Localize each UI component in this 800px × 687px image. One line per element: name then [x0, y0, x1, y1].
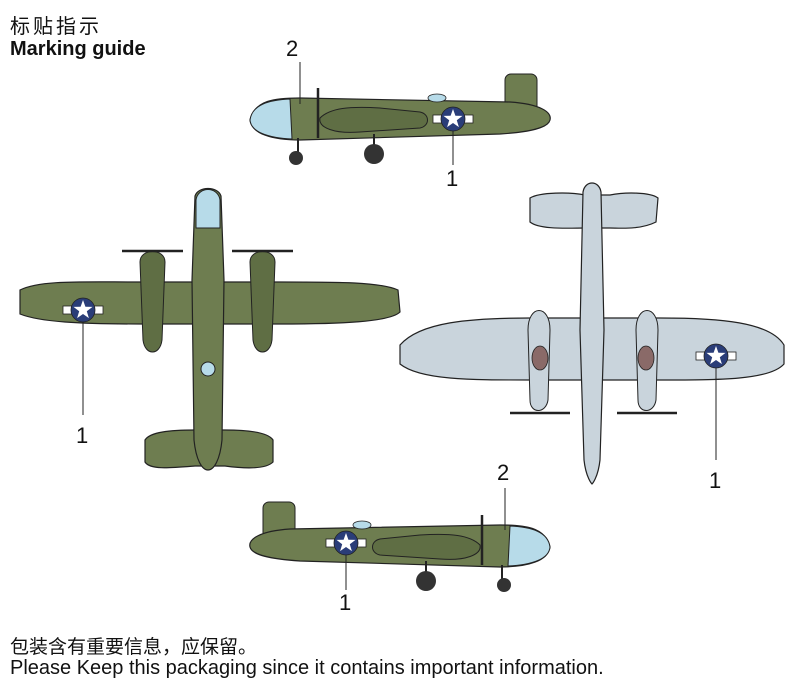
- side-view-top: [249, 62, 551, 165]
- plan-view-upper: [19, 187, 401, 471]
- plan-view-lower: [399, 182, 785, 485]
- callout-1-lower-plan: 1: [709, 468, 722, 493]
- callout-1-bottom-side: 1: [339, 590, 352, 615]
- title-chinese: 标贴指示: [10, 14, 102, 38]
- footer-note-english: Please Keep this packaging since it cont…: [10, 657, 604, 679]
- callout-1-top-side: 1: [446, 166, 459, 191]
- title-english: Marking guide: [10, 38, 146, 60]
- side-view-bottom: [249, 488, 551, 592]
- callout-1-upper-plan: 1: [76, 423, 89, 448]
- callout-2-top: 2: [286, 36, 299, 61]
- callout-2-bottom: 2: [497, 460, 510, 485]
- footer-note-chinese: 包装含有重要信息，应保留。: [10, 636, 258, 658]
